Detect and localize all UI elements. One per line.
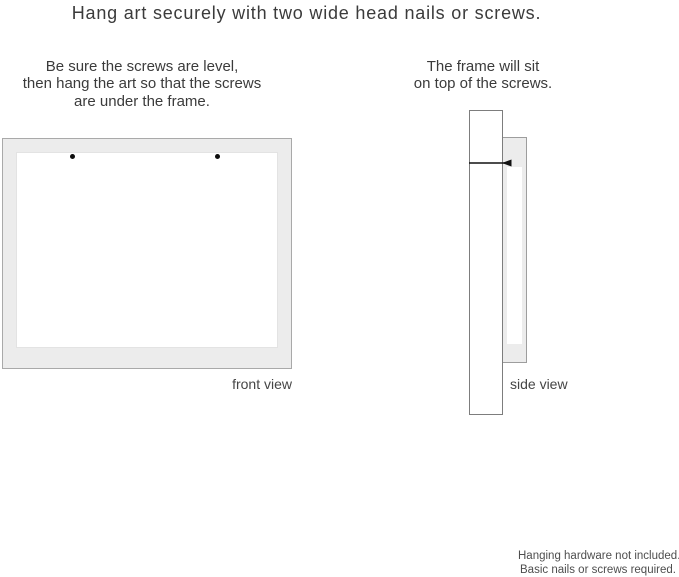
screw-head-right [215,154,220,159]
front-view-instructions: Be sure the screws are level, then hang … [12,58,272,110]
instruction-line: Be sure the screws are level, [45,58,239,75]
wall-profile [469,110,503,415]
screw-head-left [70,154,75,159]
instruction-line: on top of the screws. [413,75,553,93]
side-view-instructions: The frame will sit on top of the screws. [353,58,613,93]
footnote-line: Basic nails or screws required. [520,563,676,576]
instruction-line: then hang the art so that the screws [22,75,262,93]
page-title: Hang art securely with two wide head nai… [71,3,542,23]
nail-icon [469,159,512,167]
front-view-mat [16,152,278,348]
instruction-line: are under the frame. [74,92,210,110]
footnote-line: Hanging hardware not included. [518,550,679,562]
frame-side-profile [501,137,527,363]
frame-side-inner [507,167,522,344]
front-view-label: front view [232,376,292,392]
hardware-footnote: Hanging hardware not included. Basic nai… [518,550,679,577]
instruction-line: The frame will sit [426,58,540,75]
side-view-label: side view [510,376,568,392]
